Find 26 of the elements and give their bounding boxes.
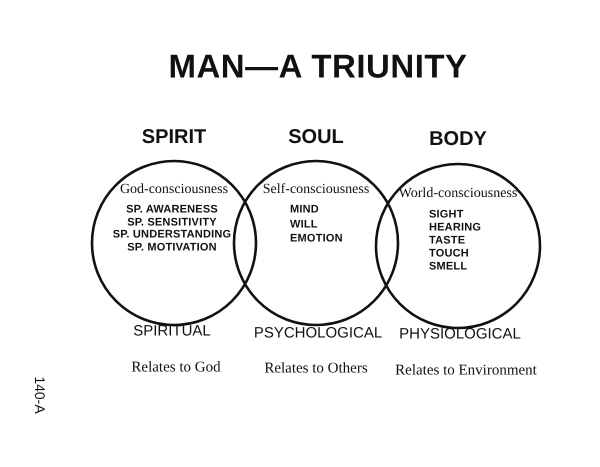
list-item: SP. SENSITIVITY — [127, 217, 217, 228]
relation-caption: Relates to Others — [264, 362, 368, 376]
relation-caption: Relates to Environment — [395, 364, 537, 378]
list-item: SMELL — [429, 262, 468, 272]
circle-subheading: Self-consciousness — [262, 183, 370, 197]
circle-caption: PSYCHOLOGICAL — [254, 326, 382, 340]
list-item: HEARING — [429, 222, 482, 234]
relation-caption: Relates to God — [131, 360, 221, 376]
list-item: SP. AWARENESS — [126, 204, 218, 216]
circle-heading: SOUL — [288, 127, 344, 147]
list-item: SP. MOTIVATION — [127, 242, 217, 253]
circle-heading: BODY — [429, 129, 487, 149]
page-number: 140-A — [33, 376, 47, 414]
list-item: EMOTION — [290, 234, 343, 244]
list-item: WILL — [290, 219, 318, 230]
list-item: TASTE — [429, 236, 466, 246]
circle-caption: SPIRITUAL — [133, 324, 211, 338]
circle-subheading: God-consciousness — [120, 183, 228, 197]
list-item: MIND — [290, 204, 319, 216]
list-item: TOUCH — [429, 248, 469, 260]
diagram-title: MAN—A TRIUNITY — [168, 50, 468, 82]
circle-subheading: World-consciousness — [398, 187, 518, 201]
list-item: SP. UNDERSTANDING — [112, 230, 232, 240]
circle-caption: PHYSIOLOGICAL — [399, 326, 521, 342]
list-item: SIGHT — [429, 210, 464, 220]
circle-heading: SPIRIT — [142, 127, 206, 147]
